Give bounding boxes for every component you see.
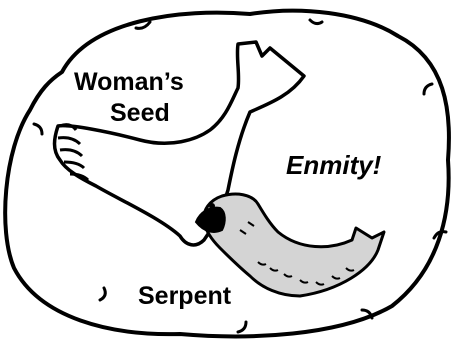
label-womans: Woman’s <box>74 70 184 95</box>
serpent-body <box>204 194 384 296</box>
label-serpent: Serpent <box>138 284 231 309</box>
label-seed: Seed <box>110 101 170 126</box>
serpent-eye <box>209 203 215 209</box>
label-enmity: Enmity! <box>286 152 381 178</box>
